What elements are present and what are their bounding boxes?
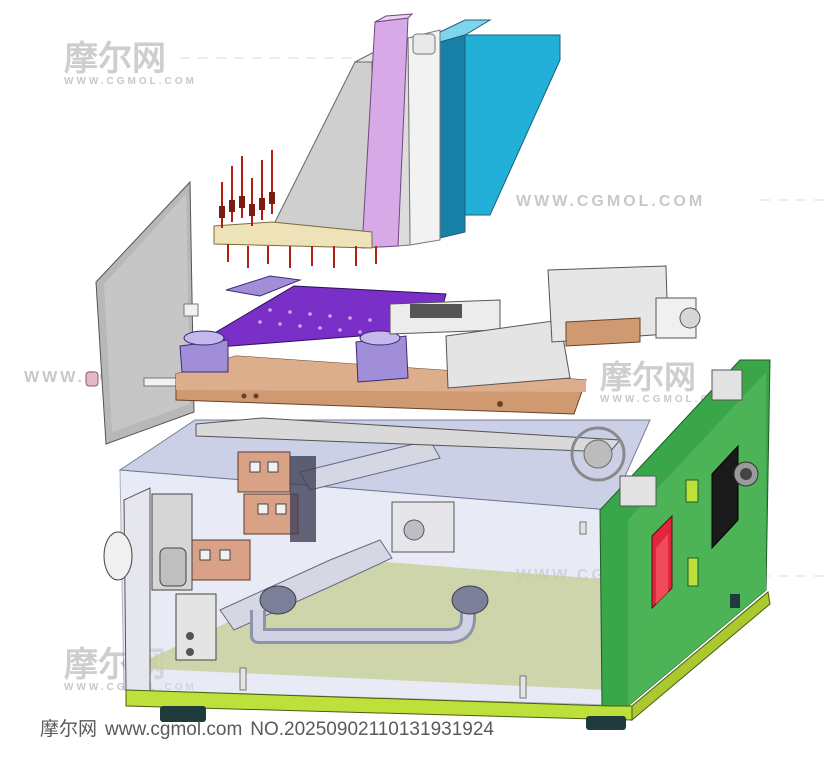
guide-bushing [412, 33, 436, 55]
rubber-foot [730, 594, 740, 608]
linear-rail [195, 417, 622, 453]
plate-hole [253, 393, 259, 399]
grey-side-panel-face [104, 194, 190, 432]
hinge-bracket [711, 369, 743, 401]
base-plate-side [631, 591, 771, 722]
pink-plate-top [374, 13, 414, 23]
inner-floor [130, 560, 740, 690]
left-knob [103, 531, 133, 581]
rubber-foot [586, 716, 626, 730]
slider-block [445, 319, 571, 389]
rail-end-ring [570, 426, 626, 482]
base-plate-assembly [125, 521, 771, 730]
lilac-corner-block [225, 275, 302, 297]
footer-serial: NO.20250902110131931924 [250, 719, 494, 740]
latch-base [175, 593, 217, 661]
watermark-logo-top-left: 摩尔网 [64, 39, 166, 79]
nest-holes [258, 308, 372, 334]
mount-bore [403, 519, 425, 541]
footer-site-url: www.cgmol.com [105, 719, 243, 740]
cylinder-bracket [565, 317, 641, 347]
terminal-block-stack [187, 451, 316, 581]
latch-screw [186, 632, 194, 640]
footer-caption: 摩尔网 www.cgmol.com NO.20250902110131931924 [40, 714, 502, 741]
standoff [239, 667, 247, 691]
latch-handle [159, 547, 187, 587]
probe-tips [219, 192, 275, 218]
watermark-logo-top-left-sub: WWW.CGMOL.COM [64, 76, 197, 87]
left-end-plate [123, 487, 151, 703]
panel-slot [685, 479, 699, 503]
hose-fitting [259, 585, 297, 615]
clamp-boss [183, 330, 225, 346]
probe-pins [221, 150, 377, 268]
white-guide-plate [407, 29, 441, 246]
standoff [519, 675, 527, 699]
usb-connector [410, 304, 462, 318]
connector-pin [740, 468, 752, 480]
left-side-panel [85, 180, 199, 445]
plate-hole [497, 401, 503, 407]
rail-end-hub [583, 439, 613, 469]
latch-screw [186, 648, 194, 656]
fixture-assembly [175, 265, 701, 482]
red-switch-face [656, 534, 668, 604]
footer-site-cn: 摩尔网 [40, 719, 98, 740]
panel-slot [687, 557, 699, 587]
watermark-logo-right: 摩尔网 [600, 358, 696, 396]
panel-pin [183, 303, 199, 317]
panel-screw [85, 371, 99, 387]
rubber-foot [160, 706, 206, 722]
watermark-url-top-right: WWW.CGMOL.COM [516, 193, 705, 210]
watermark-logo-right-sub: WWW.CGMOL.COM [600, 394, 733, 405]
cream-probe-plate [213, 221, 373, 249]
black-rocker-switch[interactable] [711, 444, 739, 550]
upper-press-assembly [213, 13, 561, 268]
cyan-slide-block [464, 34, 561, 216]
left-latch-side [103, 487, 217, 703]
cyan-block-side [439, 34, 466, 239]
cylinder-rod-end [679, 307, 701, 329]
right-green-panel [599, 359, 771, 707]
grey-gusset [271, 61, 373, 233]
u-handle-highlight [253, 598, 473, 641]
hinge-bracket [619, 475, 657, 507]
plate-hole [241, 393, 247, 399]
standoff [579, 521, 587, 535]
hose-fitting [451, 585, 489, 615]
